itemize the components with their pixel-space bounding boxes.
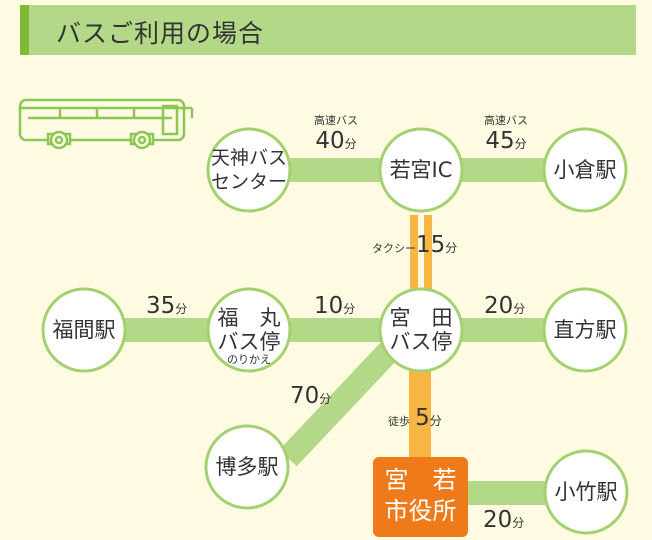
bus-icon (18, 98, 194, 150)
node-wakamiya-ic (378, 127, 464, 213)
time-ic-kokura: 45 (485, 128, 515, 154)
label-tenjin-ic: 高速バス 40分 (304, 112, 368, 154)
node-hakata-label: 博多駅 (215, 455, 279, 479)
mode-miyata-miyawaka: 徒歩 (388, 415, 410, 428)
miyata-line1: 宮 田 (389, 306, 453, 330)
unit-miyata-hakata: 分 (319, 392, 332, 406)
node-kotake (543, 449, 629, 535)
unit-tenjin-ic: 分 (344, 137, 357, 151)
time-miyata-hakata: 70 (290, 383, 320, 409)
miyawaka-line2: 市役所 (384, 497, 457, 525)
unit-fukumaru-miyata: 分 (343, 302, 356, 316)
label-miyata-miyawaka: 徒歩 5分 (388, 405, 442, 431)
route-miyata-miyawaka-walk (409, 370, 431, 460)
node-hakata (204, 424, 290, 510)
section-header: バスご利用の場合 (20, 5, 636, 55)
fukumaru-line2: バス停 (217, 330, 281, 354)
route-ic-miyata-taxi-2 (424, 215, 432, 290)
miyata-line2: バス停 (389, 330, 453, 354)
node-wakamiya-ic-label: 若宮IC (389, 158, 453, 182)
label-miyata-nogata: 20分 (484, 293, 525, 319)
label-fukumaru-miyata: 10分 (314, 293, 355, 319)
miyawaka-line1: 宮 若 (384, 466, 457, 494)
node-miyata (378, 287, 464, 373)
time-fukuma-fukumaru: 35 (146, 293, 176, 319)
node-fukuma (41, 287, 127, 373)
node-tenjin-label: 天神バス センター (209, 146, 289, 194)
unit-ic-kokura: 分 (514, 137, 527, 151)
route-miyata-hakata (279, 341, 399, 467)
node-nogata (542, 287, 628, 373)
node-fukumaru (206, 287, 292, 373)
node-kotake-label: 小竹駅 (554, 480, 618, 504)
time-tenjin-ic: 40 (315, 128, 345, 154)
node-fukuma-label: 福間駅 (52, 318, 116, 342)
mode-tenjin-ic: 高速バス (314, 114, 358, 127)
node-miyata-label: 宮 田 バス停 (380, 306, 462, 354)
node-nogata-label: 直方駅 (553, 318, 617, 342)
label-fukuma-fukumaru: 35分 (146, 293, 187, 319)
fukumaru-line1: 福 丸 (217, 306, 281, 330)
unit-ic-miyata: 分 (445, 241, 458, 255)
fukumaru-transfer-note: のりかえ (227, 353, 271, 366)
node-kokura-label: 小倉駅 (553, 158, 617, 182)
route-fukuma-fukumaru (125, 318, 210, 342)
mode-ic-kokura: 高速バス (484, 114, 528, 127)
route-ic-miyata-taxi (410, 215, 418, 290)
route-tenjin-ic (290, 158, 380, 182)
route-ic-kokura (462, 158, 544, 182)
node-fukumaru-label: 福 丸 バス停 のりかえ (209, 306, 289, 366)
page-title: バスご利用の場合 (56, 19, 265, 48)
route-fukumaru-miyata (290, 318, 380, 342)
time-miyawaka-kotake: 20 (483, 507, 513, 533)
unit-miyata-nogata: 分 (513, 302, 526, 316)
tenjin-line1: 天神バス (210, 147, 287, 169)
time-fukumaru-miyata: 10 (314, 293, 344, 319)
node-kokura (542, 127, 628, 213)
unit-miyawaka-kotake: 分 (512, 516, 525, 530)
mode-ic-miyata: タクシー (372, 242, 416, 255)
tenjin-line2: センター (210, 171, 287, 193)
node-miyawaka-city-hall: 宮 若 市役所 (373, 457, 468, 537)
header-accent-bar (20, 5, 29, 55)
time-miyata-nogata: 20 (484, 293, 514, 319)
time-miyata-miyawaka: 5 (415, 405, 430, 431)
label-miyata-hakata: 70分 (290, 383, 331, 409)
node-tenjin (206, 127, 292, 213)
label-miyawaka-kotake: 20分 (483, 507, 524, 533)
label-ic-miyata: タクシー15分 (372, 232, 457, 258)
time-ic-miyata: 15 (416, 232, 446, 258)
route-miyawaka-kotake (465, 481, 547, 505)
route-miyata-nogata (462, 318, 544, 342)
unit-miyata-miyawaka: 分 (429, 414, 442, 428)
unit-fukuma-fukumaru: 分 (175, 302, 188, 316)
label-ic-kokura: 高速バス 45分 (474, 112, 538, 154)
